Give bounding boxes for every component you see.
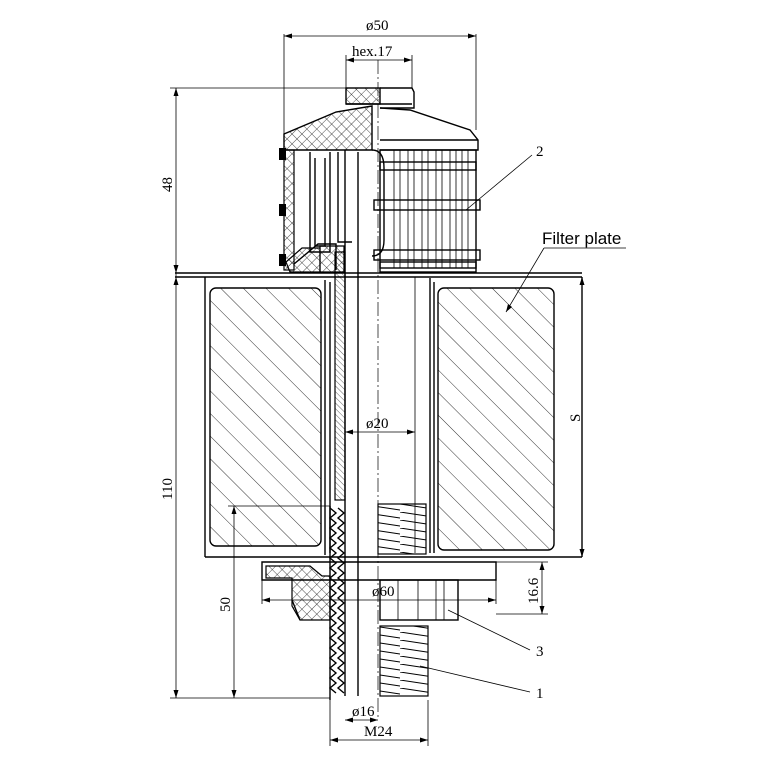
part-1-label: 1 <box>536 686 544 702</box>
dim-outer-diameter: ø50 <box>366 18 389 34</box>
filter-plate-label: Filter plate <box>542 229 621 248</box>
dim-pipe-diameter: ø16 <box>352 704 375 720</box>
dim-flange-diameter: ø60 <box>372 584 395 600</box>
hex-nut <box>345 87 381 105</box>
thread-upper <box>377 503 427 555</box>
dim-height-total: 110 <box>160 478 176 500</box>
part-2-label: 2 <box>536 144 544 160</box>
dim-plate-thickness: S <box>568 414 584 422</box>
dim-flange-height: 16.6 <box>526 577 542 604</box>
filter-plate-left-block <box>209 287 322 547</box>
central-pipe <box>334 60 379 720</box>
filter-plate-right-block <box>437 287 555 551</box>
filter-plate <box>175 272 583 558</box>
filter-cap <box>279 87 481 273</box>
filter-screen <box>371 149 481 273</box>
threaded-stem <box>328 506 346 700</box>
flange-section <box>265 565 331 621</box>
leader-lines <box>419 154 626 693</box>
part-3-label: 3 <box>536 644 544 660</box>
dim-thread-length: 50 <box>218 597 234 612</box>
thread-lower <box>379 625 429 697</box>
dim-hex: hex.17 <box>352 44 393 60</box>
dim-height-top: 48 <box>160 177 176 192</box>
dim-bore-diameter: ø20 <box>366 416 389 432</box>
cap-top-section <box>283 105 373 151</box>
dimension-lines <box>170 33 585 746</box>
dim-thread-size: M24 <box>364 724 393 740</box>
